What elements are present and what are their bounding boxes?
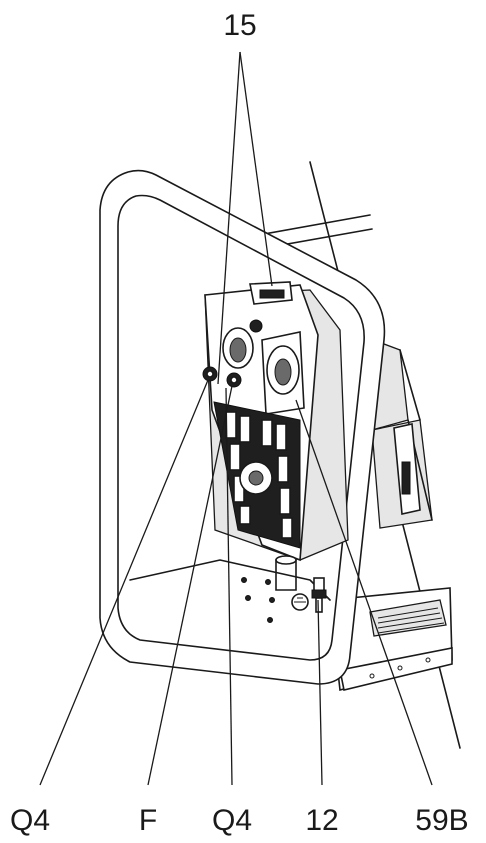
socket-right-icon: [261, 331, 305, 415]
ground-terminal-icon: [311, 577, 327, 613]
callout-12: 12: [305, 804, 338, 837]
callout-15: 15: [223, 9, 256, 42]
breaker-button-icon: [202, 366, 242, 388]
callout-59b: 59B: [415, 804, 468, 837]
callout-q4-right: Q4: [212, 804, 252, 837]
leader-lines: [39, 51, 433, 786]
grille-vent: [377, 607, 445, 634]
callout-f: F: [139, 804, 157, 837]
socket-left-icon: [222, 327, 254, 369]
cooling-grille: [213, 401, 301, 549]
control-panel: [202, 281, 349, 591]
callout-q4-left: Q4: [10, 804, 50, 837]
